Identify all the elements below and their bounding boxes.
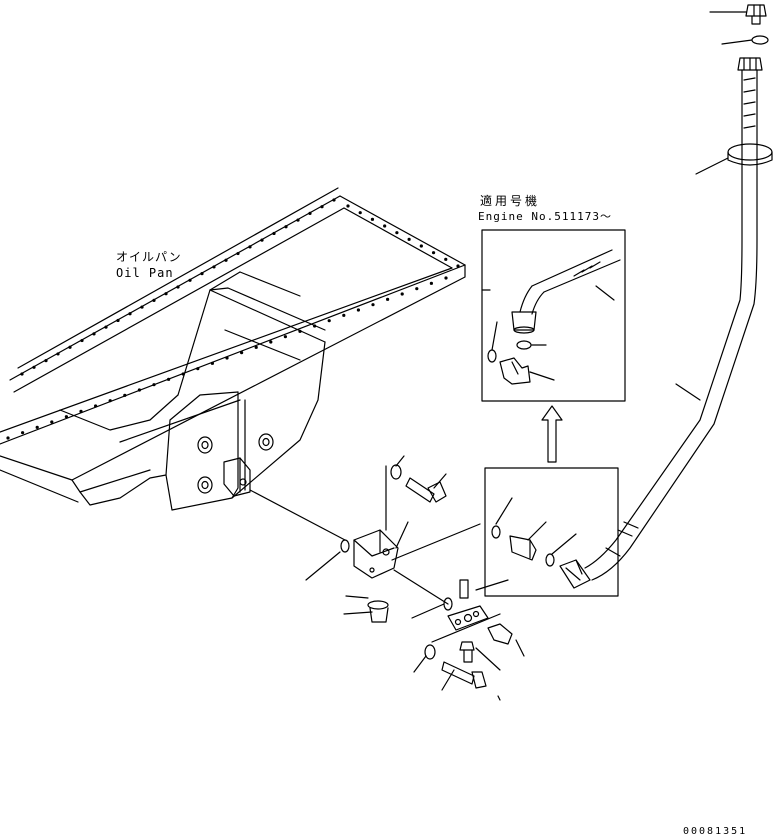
applicable-label-en: Engine No.511173～ [478,210,612,223]
drawing-number: 00081351 [683,826,748,837]
plug [368,601,388,622]
bolt-lower [442,662,486,688]
oil-pan-label-en: Oil Pan [116,266,174,280]
washer [752,36,768,44]
connection-lines [250,466,480,604]
washer-lower [425,645,435,659]
connector [488,624,512,644]
dipstick-tube [560,58,772,588]
washer-upper [391,465,401,479]
bolt-upper [406,478,446,502]
adaptor-block [354,530,398,578]
applicable-label-jp: 適用号機 [480,194,541,208]
dowel-pin [460,580,468,598]
inset-box-lower [485,468,618,596]
oil-pan [0,188,465,510]
leader-lines [306,12,752,700]
oil-pan-label-jp: オイルパン [116,250,182,264]
o-ring-left [341,540,349,552]
bolt-short [460,642,474,662]
direction-arrow [542,406,562,462]
flange-plate [448,606,488,630]
inset-box-upper [482,230,625,401]
dipstick-cap-bolt [746,5,766,24]
flange-bolt-holes [6,198,460,440]
